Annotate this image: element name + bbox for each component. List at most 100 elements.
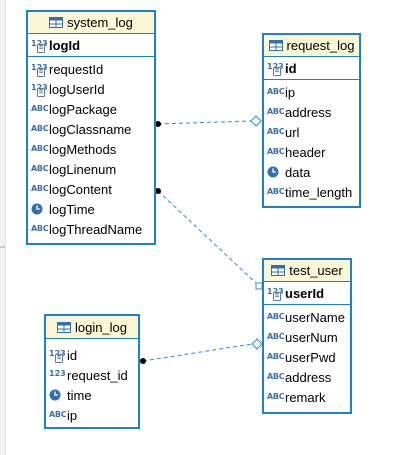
- column-name: address: [285, 104, 332, 120]
- edge-marker: [0, 246, 5, 248]
- column-row[interactable]: 123⚿ id: [46, 345, 138, 365]
- column-name: time_length: [285, 184, 353, 200]
- relation-end-dot: [155, 121, 161, 127]
- column-row[interactable]: ABC header: [264, 142, 359, 162]
- primary-key-icon: 123⚿: [31, 39, 48, 53]
- text-abc-icon: ABC: [267, 352, 285, 361]
- numeric-fk-icon: 123⚿: [31, 83, 48, 97]
- entity-title: login_log: [74, 319, 128, 335]
- entity-header[interactable]: system_log: [28, 12, 154, 34]
- primary-key-icon: 123⚿: [267, 287, 284, 301]
- text-abc-icon: ABC: [31, 224, 49, 233]
- numeric-fk-icon: 123⚿: [31, 63, 48, 77]
- column-name: data: [285, 164, 311, 180]
- text-abc-icon: ABC: [267, 127, 285, 136]
- primary-key-row[interactable]: 123⚿ id: [264, 57, 359, 80]
- entity-login-log[interactable]: login_log 123⚿ id 123 request_id time AB…: [44, 314, 140, 429]
- entity-title: test_user: [289, 263, 343, 278]
- entity-header[interactable]: test_user: [264, 260, 350, 282]
- column-row[interactable]: ABC logThreadName: [28, 219, 154, 239]
- entity-header[interactable]: login_log: [46, 316, 138, 339]
- column-name: ip: [285, 84, 296, 100]
- primary-key-row[interactable]: 123⚿ logId: [28, 34, 154, 57]
- clock-icon: [267, 166, 284, 178]
- column-row[interactable]: 123⚿ requestId: [28, 59, 154, 79]
- column-name: id: [67, 347, 78, 363]
- relation-end-dot: [155, 188, 161, 194]
- primary-key-row[interactable]: 123⚿ userId: [264, 282, 350, 305]
- relation-line-system-log-request-log[interactable]: [157, 120, 252, 125]
- column-name: logThreadName: [49, 221, 143, 237]
- column-name: logMethods: [49, 141, 117, 157]
- column-row[interactable]: ABC userName: [264, 307, 350, 327]
- entity-request-log[interactable]: request_log 123⚿ id ABC ip ABC address A…: [262, 33, 361, 208]
- text-abc-icon: ABC: [267, 392, 285, 401]
- relation-line-system-log-test-user[interactable]: [157, 190, 258, 285]
- column-name: userName: [285, 309, 345, 325]
- column-name: ip: [67, 407, 78, 423]
- text-abc-icon: ABC: [31, 184, 49, 193]
- column-row[interactable]: time: [46, 385, 138, 405]
- column-row[interactable]: ABC time_length: [264, 182, 359, 202]
- text-abc-icon: ABC: [49, 410, 67, 419]
- column-name: logId: [49, 37, 81, 53]
- column-row[interactable]: ABC ip: [46, 405, 138, 425]
- numeric-icon: 123: [49, 369, 66, 378]
- table-icon: [56, 321, 71, 333]
- text-abc-icon: ABC: [267, 107, 285, 116]
- entity-system-log[interactable]: system_log 123⚿ logId 123⚿ requestId 123…: [26, 10, 156, 245]
- column-row[interactable]: logTime: [28, 199, 154, 219]
- clock-icon: [31, 203, 48, 215]
- column-name: logPackage: [49, 101, 117, 117]
- canvas-left-edge: [0, 0, 6, 455]
- text-abc-icon: ABC: [267, 312, 285, 321]
- column-row[interactable]: ABC address: [264, 102, 359, 122]
- column-row[interactable]: 123⚿ logUserId: [28, 79, 154, 99]
- column-name: header: [285, 144, 326, 160]
- column-name: logClassname: [49, 121, 132, 137]
- numeric-fk-icon: 123⚿: [49, 349, 66, 363]
- column-row[interactable]: ABC ip: [264, 82, 359, 102]
- column-row[interactable]: ABC url: [264, 122, 359, 142]
- column-row[interactable]: ABC logPackage: [28, 99, 154, 119]
- text-abc-icon: ABC: [31, 104, 49, 113]
- column-row[interactable]: ABC logMethods: [28, 139, 154, 159]
- text-abc-icon: ABC: [267, 87, 285, 96]
- relation-end-diamond: [251, 338, 263, 350]
- text-abc-icon: ABC: [267, 372, 285, 381]
- column-name: request_id: [67, 367, 128, 383]
- entity-header[interactable]: request_log: [264, 35, 359, 57]
- primary-key-icon: 123⚿: [267, 62, 284, 76]
- column-row[interactable]: ABC remark: [264, 387, 350, 407]
- column-row[interactable]: 123 request_id: [46, 365, 138, 385]
- column-name: remark: [285, 389, 326, 405]
- entity-title: system_log: [67, 15, 133, 30]
- column-name: logTime: [49, 201, 95, 217]
- text-abc-icon: ABC: [31, 124, 49, 133]
- column-row[interactable]: ABC logClassname: [28, 119, 154, 139]
- column-name: url: [285, 124, 300, 140]
- column-name: time: [67, 387, 92, 403]
- column-row[interactable]: ABC logContent: [28, 179, 154, 199]
- text-abc-icon: ABC: [267, 147, 285, 156]
- column-name: id: [285, 60, 297, 76]
- column-row[interactable]: ABC address: [264, 367, 350, 387]
- column-name: logLinenum: [49, 161, 117, 177]
- entity-title: request_log: [286, 38, 355, 53]
- column-row[interactable]: ABC userPwd: [264, 347, 350, 367]
- table-icon: [49, 17, 64, 28]
- column-row[interactable]: data: [264, 162, 359, 182]
- text-abc-icon: ABC: [267, 187, 285, 196]
- column-row[interactable]: ABC logLinenum: [28, 159, 154, 179]
- column-name: logUserId: [49, 81, 105, 97]
- column-name: userId: [285, 285, 325, 301]
- entity-test-user[interactable]: test_user 123⚿ userId ABC userName ABC u…: [262, 258, 352, 414]
- relation-end-diamond: [250, 115, 262, 127]
- table-icon: [271, 265, 286, 276]
- relation-line-login-log-test-user[interactable]: [142, 343, 253, 362]
- table-icon: [268, 40, 283, 51]
- column-name: logContent: [49, 181, 112, 197]
- column-row[interactable]: ABC userNum: [264, 327, 350, 347]
- column-name: requestId: [49, 61, 104, 77]
- text-abc-icon: ABC: [31, 164, 49, 173]
